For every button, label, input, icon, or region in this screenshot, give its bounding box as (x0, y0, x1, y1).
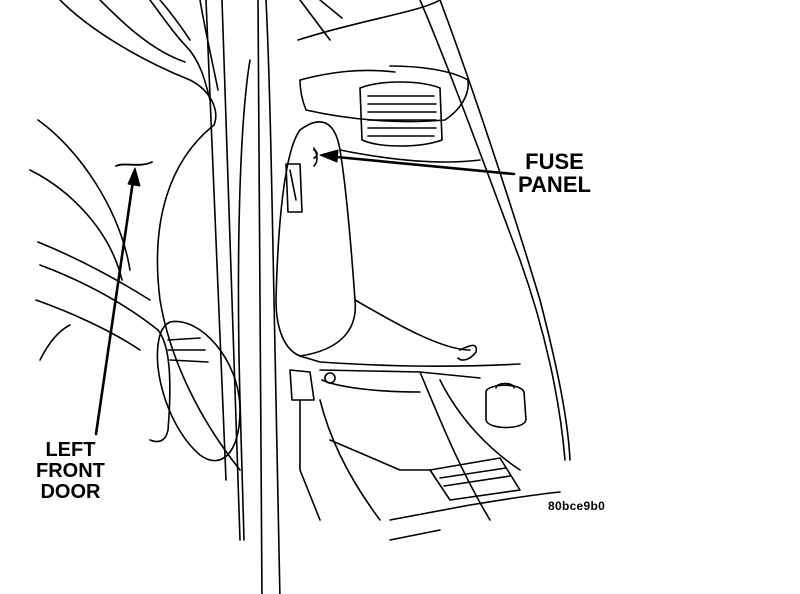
dashboard-outline (297, 0, 571, 461)
door-label-line2: FRONT (36, 460, 105, 482)
fuse-panel-arrowhead (319, 149, 339, 163)
leader-arrows (94, 154, 516, 436)
fuse-panel-cover (275, 121, 521, 367)
figure-code: 80bce9b0 (548, 499, 606, 513)
fuse-marker-squiggle (313, 149, 318, 159)
door-label-line1: LEFT (45, 439, 96, 461)
door-arrowhead (127, 167, 141, 187)
arrow-heads (127, 149, 339, 187)
door-trim-lines (29, 119, 171, 443)
left-front-door-label: LEFT FRONT DOOR (36, 440, 105, 503)
pillar-trim (59, 0, 241, 541)
pedal-area (329, 382, 561, 541)
door-marker-squiggle (115, 161, 153, 167)
door-label-line3: DOOR (40, 481, 101, 503)
fuse-panel-label-line1: FUSE (525, 149, 584, 174)
fuse-panel-label-line2: PANEL (518, 172, 591, 198)
side-vent (156, 320, 241, 462)
door-edge (237, 0, 343, 594)
fuse-panel-label: FUSE PANEL (518, 150, 591, 196)
fuse-panel-leader (324, 154, 516, 176)
lower-panel (289, 344, 521, 521)
dash-air-vent (359, 81, 443, 147)
door-leader (94, 172, 136, 436)
